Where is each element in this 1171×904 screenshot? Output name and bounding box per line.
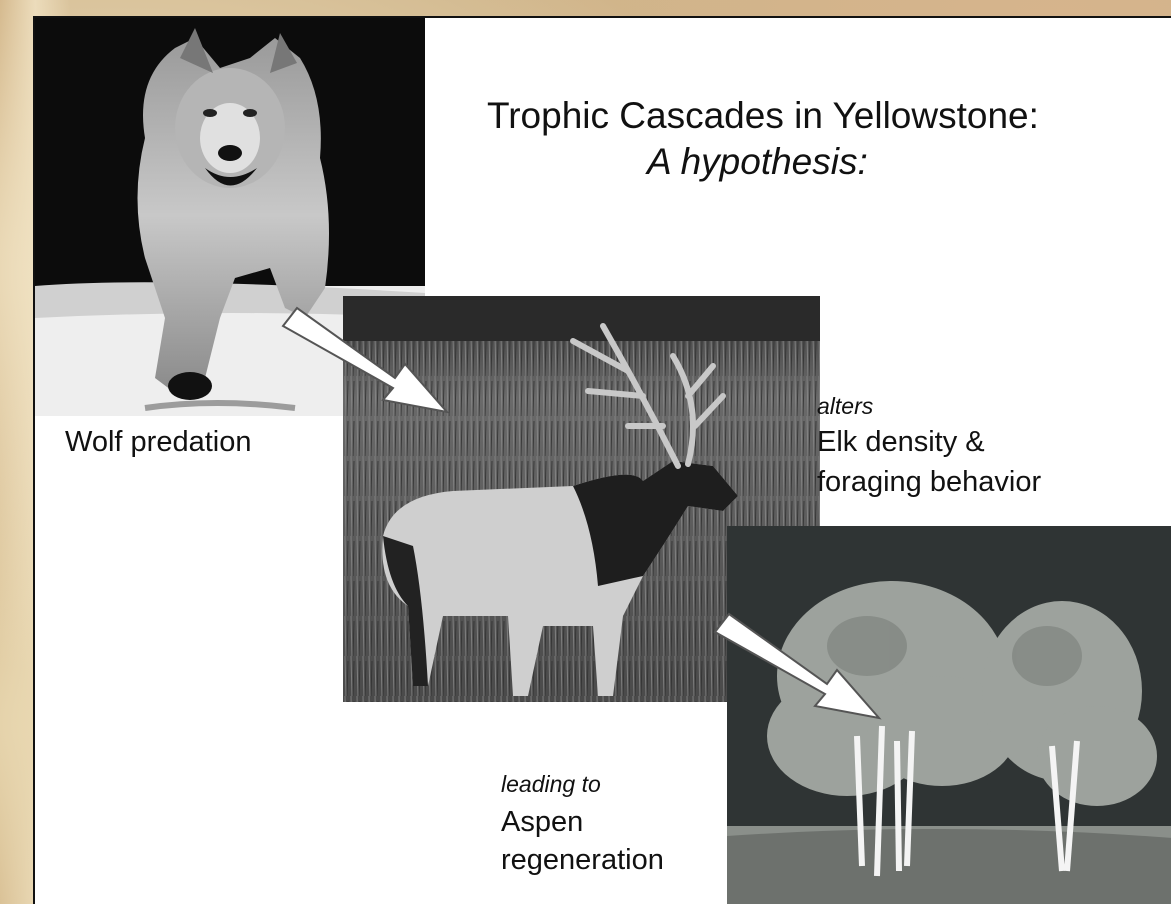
- slide-title: Trophic Cascades in Yellowstone:: [487, 94, 1171, 138]
- wolf-label: Wolf predation: [65, 424, 251, 460]
- aspen-qualifier: leading to: [501, 770, 601, 798]
- aspen-label-line2: regeneration: [501, 842, 664, 878]
- elk-label-line1: Elk density &: [817, 424, 985, 460]
- slide: Trophic Cascades in Yellowstone: A hypot…: [33, 16, 1171, 904]
- arrow-wolf-to-elk: [275, 300, 455, 420]
- elk-label-line2: foraging behavior: [817, 464, 1041, 500]
- aspen-label-line1: Aspen: [501, 804, 583, 840]
- elk-qualifier: alters: [817, 392, 873, 420]
- slide-subtitle: A hypothesis:: [647, 140, 868, 184]
- arrow-elk-to-aspen: [707, 606, 887, 726]
